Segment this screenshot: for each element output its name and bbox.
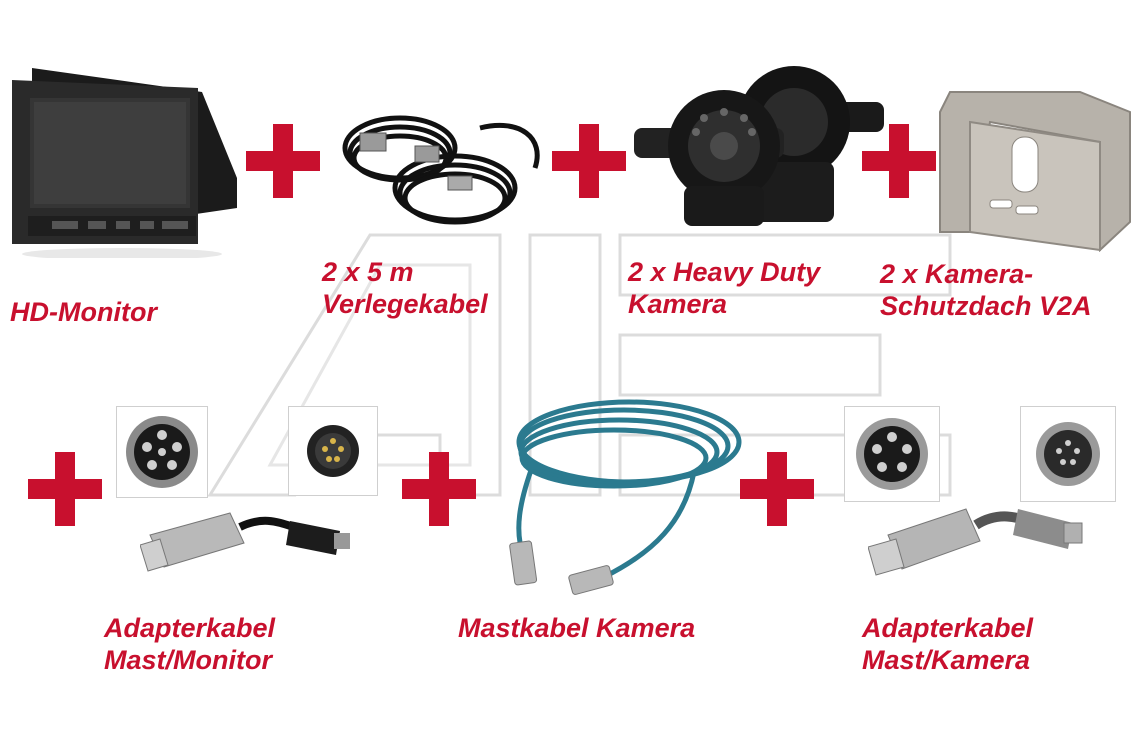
adapter-camera-label: Adapterkabel Mast/Kamera	[862, 613, 1034, 675]
adapter-monitor-label: Adapterkabel Mast/Monitor	[104, 613, 276, 675]
connector-callout-camera	[1020, 406, 1116, 502]
plus-icon	[402, 452, 476, 526]
adapter-camera-cable-image	[867, 495, 1088, 585]
monitor-label: HD-Monitor	[10, 297, 157, 327]
plus-icon	[246, 124, 320, 198]
camera-image	[634, 62, 886, 228]
camera-roof-image	[930, 82, 1135, 253]
plus-icon	[552, 124, 626, 198]
plus-icon	[862, 124, 936, 198]
extension-cable-image	[330, 98, 550, 238]
camera-label: 2 x Heavy Duty Kamera	[628, 257, 821, 319]
mast-cable-image	[494, 382, 744, 602]
plus-icon	[28, 452, 102, 526]
plus-icon	[740, 452, 814, 526]
connector-callout-mast-camera	[844, 406, 940, 502]
connector-callout-monitor	[288, 406, 378, 496]
extension-cable-label: 2 x 5 m Verlegekabel	[322, 257, 488, 319]
monitor-image	[12, 58, 240, 260]
connector-callout-mast	[116, 406, 208, 498]
mast-cable-label: Mastkabel Kamera	[458, 613, 696, 643]
camera-roof-label: 2 x Kamera- Schutzdach V2A	[880, 259, 1092, 321]
adapter-monitor-cable-image	[139, 495, 360, 575]
